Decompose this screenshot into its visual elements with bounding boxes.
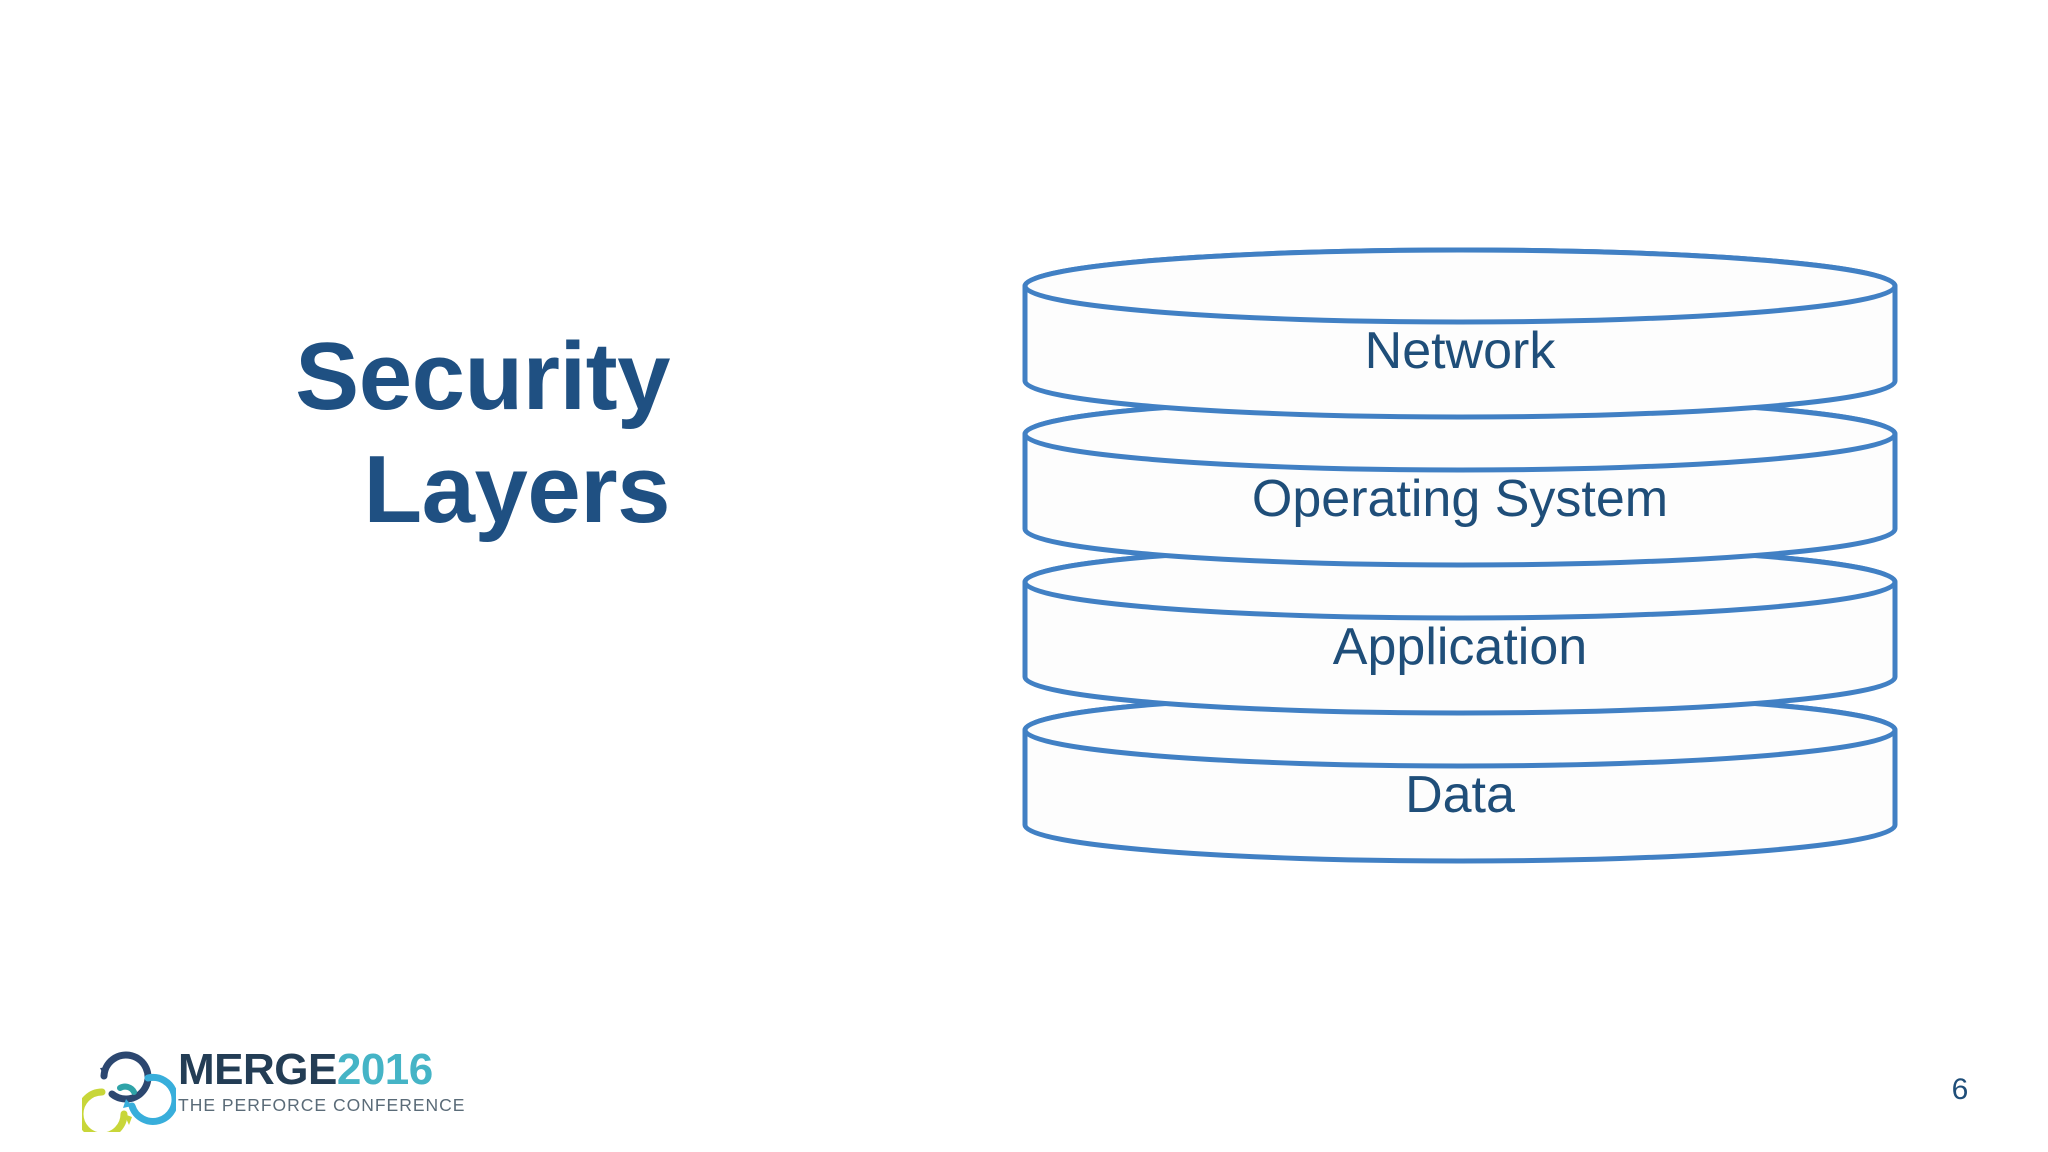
cylinder-shape-network	[1022, 247, 1898, 420]
title-line-1: Security	[295, 323, 670, 430]
page-title: Security Layers	[150, 320, 670, 547]
layer-label-application: Application	[1332, 618, 1588, 676]
merge-wordmark-year: 2016	[336, 1045, 433, 1094]
merge-tri-circle-icon	[82, 1051, 176, 1132]
merge-2016-logo: MERGE2016 THE PERFORCE CONFERENCE	[82, 1038, 464, 1134]
layer-label-network: Network	[1364, 322, 1556, 380]
page-number: 6	[1951, 1073, 1969, 1106]
layer-label-data: Data	[1405, 766, 1515, 824]
stacked-cylinder-graphic	[1022, 247, 1898, 864]
merge-wordmark: MERGE2016	[178, 1048, 448, 1092]
merge-wordmark-primary: MERGE	[178, 1045, 337, 1094]
title-line-2: Layers	[363, 436, 670, 544]
cylinder-shape-application	[1022, 543, 1898, 716]
merge-tagline: THE PERFORCE CONFERENCE	[178, 1095, 466, 1115]
merge-logo-text: MERGE2016 THE PERFORCE CONFERENCE	[178, 1048, 466, 1116]
security-layers-diagram: Network Operating System Application Dat…	[1010, 230, 1910, 870]
layer-label-operating-system: Operating System	[1251, 470, 1669, 528]
